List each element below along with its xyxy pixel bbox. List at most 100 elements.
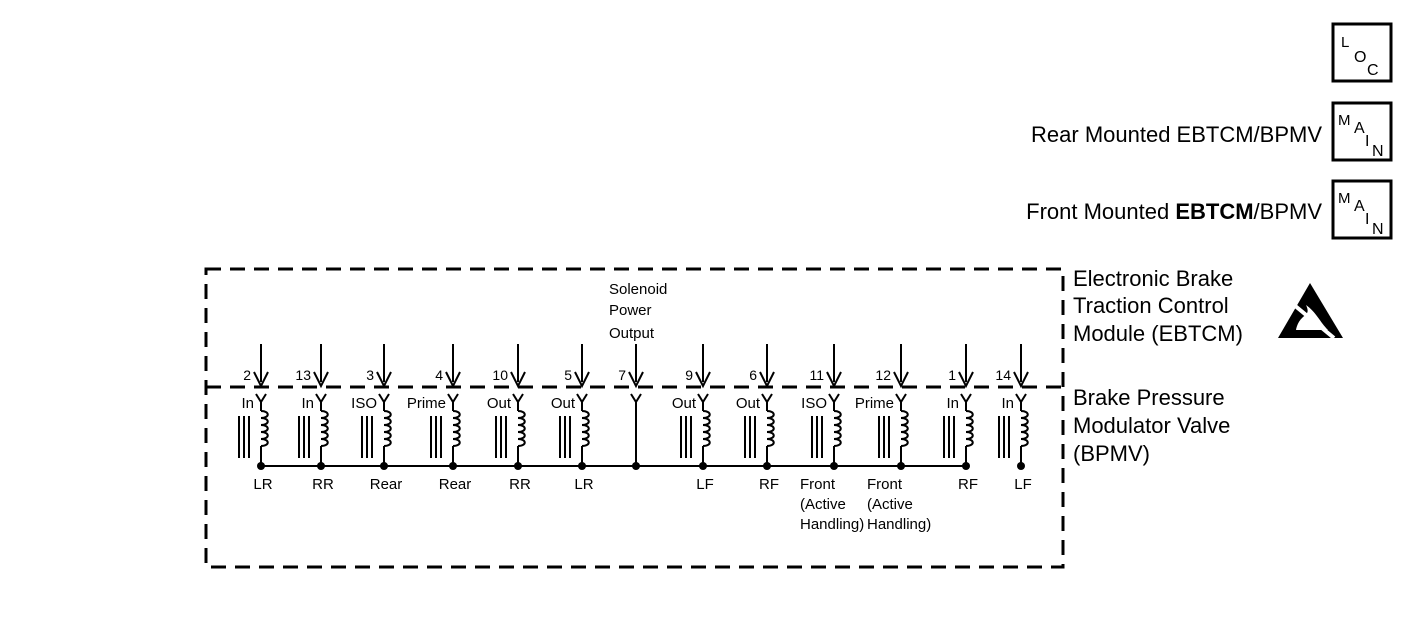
loc-letter-c: C — [1367, 62, 1379, 79]
circuit-3-arrow-head — [376, 371, 392, 389]
main-front-letter-i: I — [1365, 211, 1369, 228]
front-mounted-bold: EBTCM — [1175, 199, 1253, 224]
circuit-14-arrow-head — [1013, 371, 1029, 389]
circuit-14-function-label: In — [1001, 395, 1014, 412]
module-outline — [204, 267, 1065, 569]
circuit-9-connector — [697, 393, 709, 404]
circuit-1-junction-dot — [962, 462, 970, 470]
circuit-7-pin-number: 7 — [618, 367, 626, 383]
bpmv-label: Brake Pressure Modulator Valve (BPMV) — [1073, 385, 1230, 466]
circuit-9-coil — [702, 410, 711, 447]
circuit-6-connector — [761, 393, 773, 404]
circuit-14-coil — [1020, 410, 1029, 447]
ebtcm-label-line-2: Traction Control — [1073, 293, 1229, 318]
circuit-3-junction-dot — [380, 462, 388, 470]
circuit-11-coil — [833, 410, 842, 447]
circuit-3-connector — [378, 393, 390, 404]
circuit-12-location-label-3: Handling) — [867, 516, 931, 533]
loc-letter-o: O — [1354, 49, 1366, 66]
circuit-11-connector — [828, 393, 840, 404]
circuit-10-coil — [517, 410, 526, 447]
circuit-2-pin-number: 2 — [243, 367, 251, 383]
front-mounted-suffix: /BPMV — [1254, 199, 1323, 224]
circuit-10-pin-number: 10 — [492, 367, 508, 383]
circuit-2-location-label-1: LR — [253, 476, 272, 493]
circuit-5-coil — [581, 410, 590, 447]
circuit-5-pin-number: 5 — [564, 367, 572, 383]
circuit-11-junction-dot — [830, 462, 838, 470]
rear-mounted-label: Rear Mounted EBTCM/BPMV — [1031, 122, 1322, 147]
solenoid-power-line-1: Solenoid — [609, 281, 667, 298]
circuit-9-function-label: Out — [672, 395, 697, 412]
circuit-12-function-label: Prime — [855, 395, 894, 412]
circuit-9-junction-dot — [699, 462, 707, 470]
circuit-4-arrow-head — [445, 371, 461, 389]
circuit-12-location-label-2: (Active — [867, 496, 913, 513]
main-symbol-front: M A I N — [1331, 179, 1393, 240]
circuit-1-arrow-head — [958, 371, 974, 389]
circuit-11-location-label-2: (Active — [800, 496, 846, 513]
bpmv-label-line-2: Modulator Valve — [1073, 413, 1230, 438]
circuit-1-location-label-1: RF — [958, 476, 978, 493]
circuit-6-pin-number: 6 — [749, 367, 757, 383]
circuit-5-function-label: Out — [551, 395, 576, 412]
circuit-14-pin-number: 14 — [995, 367, 1011, 383]
main-rear-letter-m: M — [1338, 112, 1351, 129]
circuit-4-pin-number: 4 — [435, 367, 443, 383]
circuit-12-location-label-1: Front — [867, 476, 903, 493]
circuit-6-coil — [766, 410, 775, 447]
circuit-12-junction-dot — [897, 462, 905, 470]
circuit-10-arrow-head — [510, 371, 526, 389]
circuit-4-connector — [447, 393, 459, 404]
ebtcm-label-line-3: Module (EBTCM) — [1073, 321, 1243, 346]
bpmv-label-line-3: (BPMV) — [1073, 441, 1150, 466]
circuit-11-function-label: ISO — [801, 395, 827, 412]
circuit-7-connector — [630, 393, 642, 404]
circuit-6-junction-dot — [763, 462, 771, 470]
circuit-11-pin-number: 11 — [809, 367, 824, 383]
ebtcm-label: Electronic Brake Traction Control Module… — [1073, 266, 1243, 346]
circuit-3-location-label-1: Rear — [370, 476, 403, 493]
circuit-6-function-label: Out — [736, 395, 761, 412]
front-mounted-label: Front Mounted EBTCM/BPMV — [1026, 199, 1322, 224]
esd-warning-icon — [1278, 283, 1343, 340]
circuit-10-connector — [512, 393, 524, 404]
circuit-5-arrow-head — [574, 371, 590, 389]
circuit-10-location-label-1: RR — [509, 476, 531, 493]
circuit-5-connector — [576, 393, 588, 404]
circuit-10-junction-dot — [514, 462, 522, 470]
main-rear-letter-i: I — [1365, 133, 1369, 150]
circuit-13-pin-number: 13 — [295, 367, 311, 383]
circuit-13-connector — [315, 393, 327, 404]
main-front-letter-a: A — [1354, 198, 1365, 215]
circuit-13-coil — [320, 410, 329, 447]
circuit-9-pin-number: 9 — [685, 367, 693, 383]
main-rear-letter-a: A — [1354, 120, 1365, 137]
bpmv-label-line-1: Brake Pressure — [1073, 385, 1225, 410]
circuit-5-location-label-1: LR — [574, 476, 593, 493]
circuit-1-function-label: In — [946, 395, 959, 412]
circuit-3-pin-number: 3 — [366, 367, 374, 383]
circuit-13-junction-dot — [317, 462, 325, 470]
circuit-5-junction-dot — [578, 462, 586, 470]
circuit-13-location-label-1: RR — [312, 476, 334, 493]
circuit-1-connector — [960, 393, 972, 404]
loc-symbol-box — [1331, 22, 1393, 83]
solenoid-power-line-3: Output — [609, 325, 655, 342]
circuit-7-junction-dot — [632, 462, 640, 470]
solenoid-circuits: 2InLR13InRR3ISORear4PrimeRear10OutRR5Out… — [238, 344, 1032, 533]
circuit-2-function-label: In — [241, 395, 254, 412]
ebtcm-label-line-1: Electronic Brake — [1073, 266, 1233, 291]
circuit-4-coil — [452, 410, 461, 447]
circuit-12-pin-number: 12 — [875, 367, 891, 383]
circuit-1-coil — [965, 410, 974, 447]
circuit-2-coil — [260, 410, 269, 447]
circuit-13-arrow-head — [313, 371, 329, 389]
solenoid-power-line-2: Power — [609, 302, 652, 319]
circuit-10-function-label: Out — [487, 395, 512, 412]
solenoid-power-output-label: Solenoid Power Output — [609, 281, 667, 342]
main-rear-letter-n: N — [1372, 143, 1384, 160]
circuit-14-junction-dot — [1017, 462, 1025, 470]
circuit-4-junction-dot — [449, 462, 457, 470]
